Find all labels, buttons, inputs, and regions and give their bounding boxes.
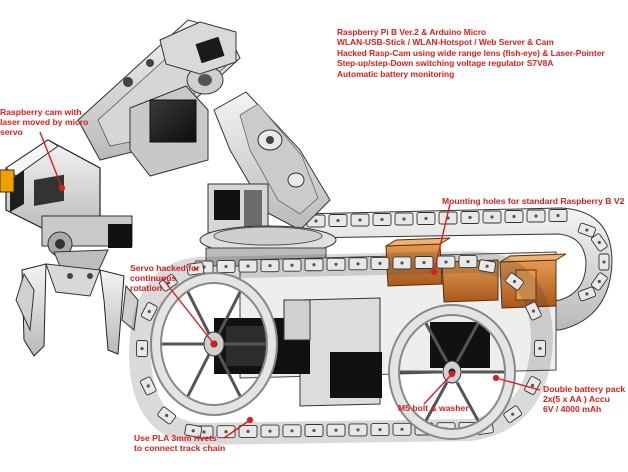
track-rivet: [402, 217, 406, 221]
wheel-spoke: [424, 381, 449, 422]
track-rivet: [512, 279, 517, 284]
label-battery-line: 6V / 4000 mAh: [543, 404, 602, 414]
track-rivet: [202, 430, 206, 434]
spec-line: Step-up/step-Down switching voltage regu…: [337, 58, 554, 69]
track-rivet: [146, 384, 150, 388]
wheel-spoke: [424, 322, 449, 363]
track-rivet: [512, 214, 516, 219]
spec-line: Raspberry Pi B Ver.2 & Arduino Micro: [337, 27, 487, 37]
label-pla-line: Use PLA 3mm rivets: [134, 433, 217, 443]
label-servo-line: rotation: [130, 283, 162, 293]
track-rivet: [378, 428, 382, 432]
track-rivet: [466, 260, 470, 264]
label-pla-rivets: Use PLA 3mm rivets to connect track chai…: [134, 433, 225, 453]
track-rivet: [378, 261, 382, 265]
track-rivet: [246, 264, 250, 268]
label-servo: Servo hacked for continuous rotation: [130, 263, 200, 293]
track-rivet: [193, 267, 197, 271]
robot-arm: [77, 19, 337, 267]
track-rivet: [165, 413, 169, 418]
label-battery-line: Double battery pack: [543, 384, 626, 394]
track-rivet: [268, 264, 272, 268]
leader-pla: [223, 419, 251, 439]
track-rivet: [336, 218, 340, 223]
label-battery-line: 2x(5 x AA ) Accu: [543, 394, 610, 404]
label-camera-line: Raspberry cam with: [0, 107, 82, 117]
track-rivet: [424, 216, 428, 221]
track-rivet: [602, 260, 606, 264]
track-rivet: [356, 428, 360, 432]
label-bolt: M5 bolt & washer: [398, 403, 469, 413]
wheel-spoke: [455, 381, 480, 422]
track-rivet: [468, 215, 472, 220]
track-rivet: [585, 228, 589, 232]
track-rivet: [314, 219, 318, 223]
label-servo-line: continuous: [130, 273, 177, 283]
leader-servo: [161, 277, 215, 345]
track-rivet: [490, 215, 494, 219]
label-camera-line: laser moved by micro: [0, 117, 89, 127]
gripper: [15, 215, 139, 357]
track-rivet: [534, 214, 538, 218]
rear-track: [299, 207, 613, 331]
wheel-spoke: [186, 353, 211, 397]
leader-bolt: [423, 373, 453, 405]
track-rivet: [556, 213, 560, 218]
track-rivet: [511, 412, 515, 416]
track-rivet: [334, 428, 338, 432]
track-rivet: [538, 346, 542, 351]
track-rivet: [356, 262, 360, 266]
spec-line: WLAN-USB-Stick / WLAN-Hotspot / Web Serv…: [337, 37, 554, 48]
track-rivet: [140, 346, 144, 351]
label-camera: Raspberry cam with laser moved by micro …: [0, 107, 88, 137]
track-rivet: [290, 429, 294, 433]
spec-line: Automatic battery monitoring: [337, 68, 455, 79]
track-rivet: [268, 429, 272, 433]
track-rivet: [191, 429, 195, 433]
track-rivet: [530, 383, 535, 388]
track-rivet: [597, 279, 601, 284]
track-rivet: [585, 292, 589, 296]
label-camera-line: servo: [0, 127, 23, 137]
track-rivet: [166, 281, 171, 285]
track-rivet: [147, 309, 151, 314]
track-rivet: [531, 309, 536, 313]
track-rivet: [422, 260, 426, 265]
wheel-spoke: [217, 291, 242, 335]
annotation-leaders: [39, 131, 541, 439]
label-servo-line: Servo hacked for: [130, 263, 200, 273]
track-rivet: [380, 217, 384, 222]
track-rivet: [224, 264, 228, 269]
idler-wheel: [388, 304, 516, 440]
wheel-spoke: [455, 322, 480, 363]
track-rivet: [246, 429, 250, 433]
leader-mounting: [433, 203, 451, 273]
track-rivet: [290, 263, 294, 267]
camera-head: [0, 139, 101, 237]
track-rivet: [224, 430, 228, 434]
track-rivet: [485, 264, 489, 268]
label-battery: Double battery pack 2x(5 x AA ) Accu 6V …: [543, 384, 625, 414]
track-rivet: [400, 427, 404, 431]
track-rivet: [597, 240, 601, 245]
label-mounting-holes: Mounting holes for standard Raspberry B …: [442, 196, 625, 206]
track-rivet: [334, 262, 338, 266]
label-pla-line: to connect track chain: [134, 443, 226, 453]
spec-list: Raspberry Pi B Ver.2 & Arduino Micro WLA…: [337, 27, 605, 79]
leader-battery: [495, 377, 541, 391]
track-rivet: [312, 263, 316, 267]
leader-cam: [39, 131, 63, 189]
track-rivet: [358, 218, 362, 222]
track-rivet: [444, 260, 448, 264]
spec-line: Hacked Rasp-Cam using wide range lens (f…: [337, 47, 605, 58]
wheel-spoke: [217, 353, 242, 397]
track-rivet: [312, 428, 316, 433]
track-rivet: [400, 261, 404, 265]
wheel-spoke: [186, 291, 211, 335]
